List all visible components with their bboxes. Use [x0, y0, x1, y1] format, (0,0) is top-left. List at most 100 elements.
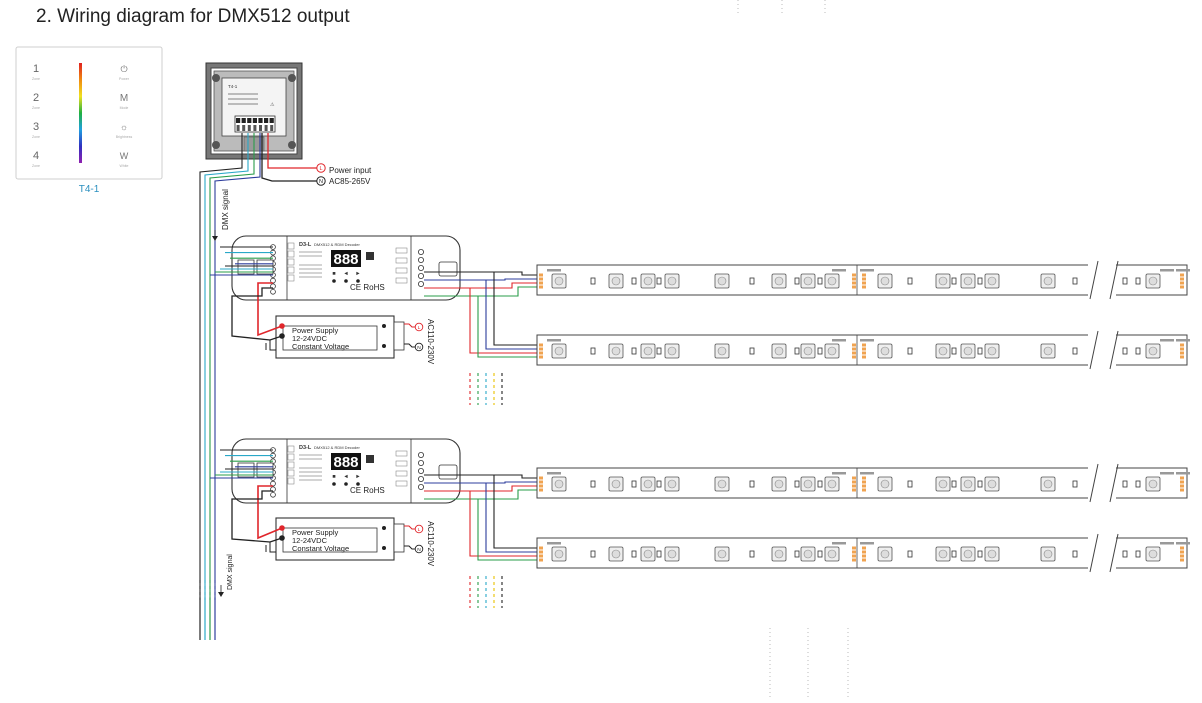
decoder-wiring-1	[210, 246, 283, 341]
ac-input-label: AC110-230V	[426, 521, 435, 567]
led-lens	[643, 276, 653, 286]
resistor	[656, 550, 662, 558]
screw-hole	[212, 141, 220, 149]
resistor	[1122, 550, 1128, 558]
led-lens	[611, 479, 621, 489]
led-lens	[963, 479, 973, 489]
resistor	[1135, 347, 1141, 355]
page-title: 2. Wiring diagram for DMX512 output	[36, 6, 350, 27]
ac-neutral-marker	[414, 342, 424, 352]
power-supply-voltage: 12-24VDC	[292, 334, 328, 343]
solder-pad	[862, 281, 866, 285]
strip-marking	[547, 472, 561, 475]
ps-foot	[269, 340, 276, 351]
solder-pad	[1180, 550, 1184, 554]
controller-model-label: T4-1	[228, 84, 238, 89]
power-supply-title: Power Supply	[292, 326, 339, 335]
led-lens	[880, 549, 890, 559]
terminal-slot	[247, 125, 251, 131]
strip-break-line	[1109, 463, 1119, 503]
terminal-label-box	[287, 266, 295, 274]
led-strip-1	[536, 260, 1190, 300]
resistor	[817, 277, 823, 285]
strip-break-line	[1089, 463, 1099, 503]
led-lens	[774, 276, 784, 286]
led-lens	[643, 479, 653, 489]
led-lens	[880, 479, 890, 489]
decoder-model-label: D3-L	[299, 242, 312, 248]
solder-pad	[1180, 546, 1184, 550]
led-lens	[717, 549, 727, 559]
terminal-label-box	[287, 274, 295, 282]
solder-pad	[539, 550, 543, 554]
solder-pad	[852, 351, 856, 355]
led-lens	[803, 479, 813, 489]
live-marker	[316, 163, 326, 173]
function-button-caption: Brightness	[116, 135, 133, 139]
dmx-arrow-head	[218, 592, 224, 597]
ps-negative-wire	[231, 287, 283, 341]
solder-pad	[539, 484, 543, 488]
solder-pad	[862, 273, 866, 277]
power-input-label: Power input	[329, 166, 372, 175]
ac-live-marker	[414, 524, 424, 534]
terminal-label-box	[287, 461, 295, 469]
output-label-box	[395, 247, 408, 254]
solder-pad	[852, 488, 856, 492]
led-lens	[987, 549, 997, 559]
strip2-wire-b	[485, 483, 538, 553]
strip-marking	[1176, 472, 1190, 475]
terminal-label-box	[287, 445, 295, 453]
strip-wire-v	[424, 271, 538, 276]
white-icon: W	[120, 151, 129, 161]
led-lens	[827, 479, 837, 489]
ps-positive-wire	[257, 282, 283, 337]
zone-button-number: 3	[33, 121, 39, 133]
strip-break-line	[1089, 533, 1099, 573]
strip-break-line	[1109, 533, 1119, 573]
neutral-marker	[316, 176, 326, 186]
screw-hole	[288, 74, 296, 82]
strip-marking	[832, 472, 846, 475]
led-lens	[1043, 346, 1053, 356]
decoder-output-terminal	[417, 272, 424, 279]
led-strip-2	[536, 330, 1190, 370]
led-lens	[827, 346, 837, 356]
led-lens	[938, 479, 948, 489]
strip-marking	[1160, 472, 1174, 475]
terminal-slot	[270, 125, 274, 131]
led-lens	[611, 276, 621, 286]
decoder-key-button	[356, 482, 360, 486]
solder-pad	[862, 546, 866, 550]
strip-marking	[1176, 269, 1190, 272]
solder-pad	[1180, 476, 1184, 480]
resistor	[1135, 277, 1141, 285]
neutral-marker-text: N	[319, 179, 323, 185]
decoder-right-tab	[438, 464, 458, 480]
decoder-input-terminal	[270, 491, 276, 498]
power-voltage-label: AC85-265V	[329, 177, 371, 186]
resistor	[817, 347, 823, 355]
ps-ac-terminal	[382, 526, 386, 530]
resistor	[977, 347, 983, 355]
solder-pad	[539, 347, 543, 351]
led-lens	[774, 479, 784, 489]
dmx-bus-wire	[204, 133, 249, 640]
solder-pad	[852, 546, 856, 550]
led-lens	[938, 549, 948, 559]
terminal-label-box	[287, 469, 295, 477]
terminal-slot	[259, 125, 262, 131]
led-lens	[938, 346, 948, 356]
remote-panel: 1Zone2Zone3Zone4Zone⏻PowerMMode☼Brightne…	[15, 46, 163, 195]
output-label-box	[395, 450, 408, 457]
terminal-slot	[264, 125, 268, 131]
solder-pad	[1180, 488, 1184, 492]
decoder-output-terminal	[417, 280, 424, 287]
strip-wire-v	[424, 474, 538, 479]
zone-button-number: 1	[33, 63, 39, 75]
neutral-wire	[261, 133, 318, 182]
led-lens	[774, 549, 784, 559]
resistor	[590, 480, 596, 488]
